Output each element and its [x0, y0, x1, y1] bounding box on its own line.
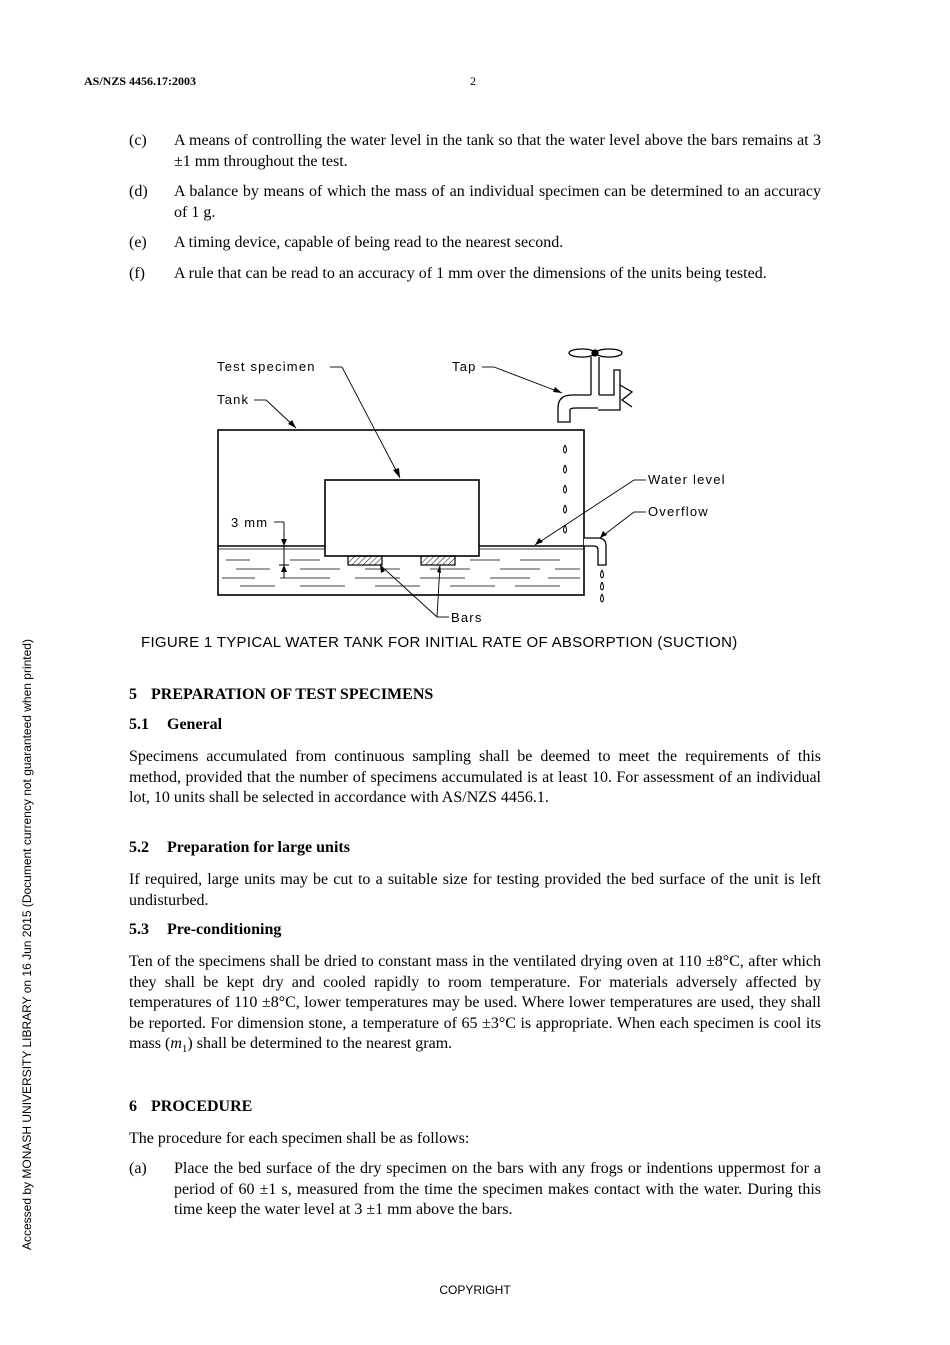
- access-watermark: Accessed by MONASH UNIVERSITY LIBRARY on…: [20, 639, 34, 1250]
- figure-caption: FIGURE 1 TYPICAL WATER TANK FOR INITIAL …: [141, 634, 738, 651]
- document-id: AS/NZS 4456.17:2003: [84, 74, 197, 88]
- label-bars: Bars: [451, 610, 483, 625]
- paragraph-text: Ten of the specimens shall be dried to c…: [129, 953, 821, 1052]
- label-three-mm: 3 mm: [231, 515, 268, 530]
- list-item-label: (d): [129, 183, 148, 200]
- subsection-heading: 5.3 Pre-conditioning: [129, 921, 281, 939]
- subsection-title: Preparation for large units: [167, 839, 350, 856]
- test-specimen-block: [324, 479, 480, 557]
- label-test-specimen: Test specimen: [217, 359, 316, 374]
- subsection-number: 5.2: [129, 839, 149, 856]
- section-number: 5: [129, 686, 137, 703]
- subsection-heading: 5.2 Preparation for large units: [129, 839, 350, 857]
- subsection-title: Pre-conditioning: [167, 921, 282, 938]
- section-heading: 6 PROCEDURE: [129, 1098, 252, 1116]
- page-number: 2: [470, 74, 476, 88]
- label-tap: Tap: [452, 359, 477, 374]
- paragraph-text: ) shall be determined to the nearest gra…: [187, 1035, 453, 1052]
- label-overflow: Overflow: [648, 504, 709, 519]
- list-item-text: A balance by means of which the mass of …: [174, 183, 821, 221]
- support-bar: [420, 555, 456, 566]
- section-title: PROCEDURE: [151, 1098, 253, 1115]
- mass-variable: m: [170, 1035, 182, 1052]
- paragraph: If required, large units may be cut to a…: [129, 871, 821, 909]
- paragraph: Specimens accumulated from continuous sa…: [129, 748, 821, 806]
- list-item-text: Place the bed surface of the dry specime…: [174, 1160, 821, 1218]
- overflow-pipe: [584, 537, 607, 566]
- section-number: 6: [129, 1098, 137, 1115]
- label-water-level: Water level: [648, 472, 726, 487]
- subsection-number: 5.1: [129, 716, 149, 733]
- water-drops: [563, 444, 604, 603]
- list-item-label: (e): [129, 234, 147, 251]
- list-item-text: A rule that can be read to an accuracy o…: [174, 265, 767, 282]
- subsection-title: General: [167, 716, 223, 733]
- mass-subscript: 1: [181, 1043, 188, 1056]
- subsection-heading: 5.1 General: [129, 716, 222, 734]
- section-title: PREPARATION OF TEST SPECIMENS: [151, 686, 434, 703]
- list-item-text: A means of controlling the water level i…: [174, 132, 821, 170]
- list-item-text: A timing device, capable of being read t…: [174, 234, 564, 251]
- support-bar: [347, 555, 383, 566]
- paragraph: Ten of the specimens shall be dried to c…: [129, 952, 821, 1060]
- subsection-number: 5.3: [129, 921, 149, 938]
- water-tank-figure: Test specimen Tap Tank Water level Overf…: [217, 348, 726, 625]
- tap-icon: [557, 348, 634, 423]
- water-dashes: [222, 559, 580, 587]
- list-item-label: (f): [129, 265, 145, 282]
- section-heading: 5 PREPARATION OF TEST SPECIMENS: [129, 686, 433, 704]
- list-item-label: (c): [129, 132, 147, 149]
- paragraph: The procedure for each specimen shall be…: [129, 1130, 470, 1147]
- label-tank: Tank: [217, 392, 249, 407]
- copyright-footer: COPYRIGHT: [439, 1283, 511, 1297]
- list-item-label: (a): [129, 1160, 147, 1177]
